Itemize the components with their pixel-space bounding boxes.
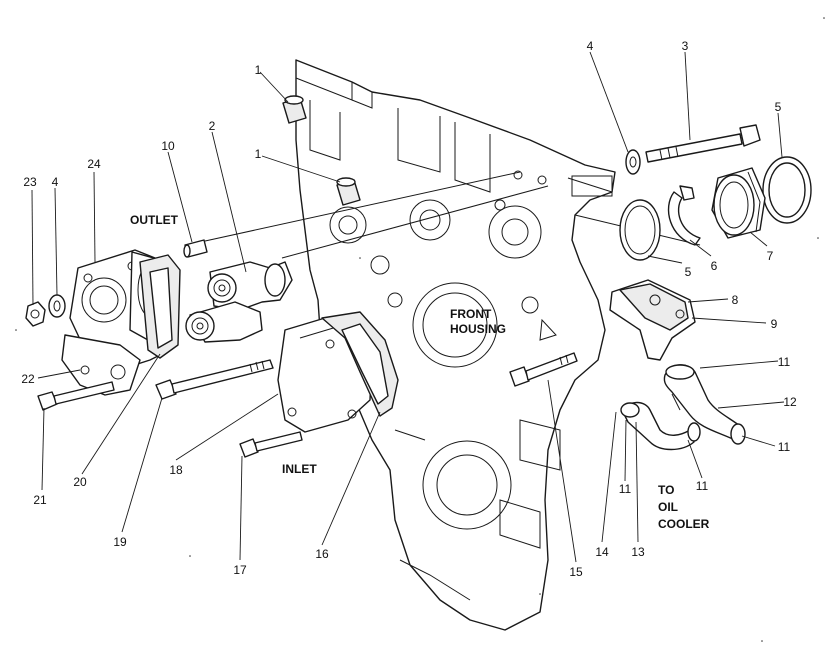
callout-5: 5: [775, 100, 782, 114]
callout-21: 21: [33, 493, 47, 507]
callout-2: 2: [209, 119, 216, 133]
callout-5: 5: [685, 265, 692, 279]
callout-leaders: [31, 51, 785, 563]
plug-1-lower: [336, 177, 361, 206]
bolt-15: [509, 352, 578, 387]
callout-numbers: 1 1 2 3 4 4 5 5 6 7 8 9 10 11 11 11 11 1…: [21, 39, 797, 579]
to-oil-cooler-label-line-3: COOLER: [658, 517, 710, 531]
callout-12: 12: [783, 395, 797, 409]
callout-20: 20: [73, 475, 87, 489]
to-oil-cooler-label-line-1: TO: [658, 483, 674, 497]
bolt-17: [239, 431, 303, 458]
sleeve-7: [711, 167, 766, 239]
callout-19: 19: [113, 535, 127, 549]
thermostat-2: [185, 261, 293, 343]
gasket-20: [139, 254, 181, 359]
o-ring-5-left: [619, 199, 661, 261]
bolt-19: [155, 359, 274, 400]
callout-14: 14: [595, 545, 609, 559]
callout-16: 16: [315, 547, 329, 561]
washer-4-left: [48, 294, 66, 318]
callout-17: 17: [233, 563, 247, 577]
callout-8: 8: [732, 293, 739, 307]
outlet-label: OUTLET: [130, 213, 179, 227]
front-housing-label-line-1: FRONT: [450, 307, 492, 321]
callout-7: 7: [767, 249, 774, 263]
callout-22: 22: [21, 372, 35, 386]
callout-23: 23: [23, 175, 37, 189]
callout-18: 18: [169, 463, 183, 477]
callout-11: 11: [778, 355, 791, 369]
callout-10: 10: [161, 139, 175, 153]
plug-1-upper: [282, 95, 307, 124]
callout-24: 24: [87, 157, 101, 171]
bolt-3: [645, 124, 761, 163]
gasket-16: [321, 311, 399, 417]
to-oil-cooler-label-line-2: OIL: [658, 500, 678, 514]
callout-1: 1: [255, 147, 262, 161]
tube-12: [663, 364, 746, 445]
callout-1: 1: [255, 63, 262, 77]
clip-6: [667, 185, 701, 246]
callout-4: 4: [587, 39, 594, 53]
front-housing-label-line-2: HOUSING: [450, 322, 506, 336]
washer-4-right: [625, 149, 641, 175]
callout-6: 6: [711, 259, 718, 273]
callout-13: 13: [631, 545, 645, 559]
dowel-10: [183, 239, 208, 258]
callout-11: 11: [778, 440, 791, 454]
o-ring-5-right: [762, 156, 812, 224]
callout-15: 15: [569, 565, 583, 579]
caption-labels: OUTLET INLET FRONT HOUSING TO OIL COOLER: [130, 213, 710, 531]
inlet-label: INLET: [282, 462, 317, 476]
hose-13: [620, 401, 701, 451]
callout-11: 11: [696, 479, 709, 493]
bracket-22: [61, 334, 141, 396]
elbow-8: [609, 279, 696, 361]
callout-3: 3: [682, 39, 689, 53]
callout-11: 11: [619, 482, 632, 496]
bolt-21: [37, 381, 115, 411]
scan-specks: [15, 17, 825, 642]
callout-4: 4: [52, 175, 59, 189]
callout-9: 9: [771, 317, 778, 331]
nut-23: [25, 301, 46, 327]
